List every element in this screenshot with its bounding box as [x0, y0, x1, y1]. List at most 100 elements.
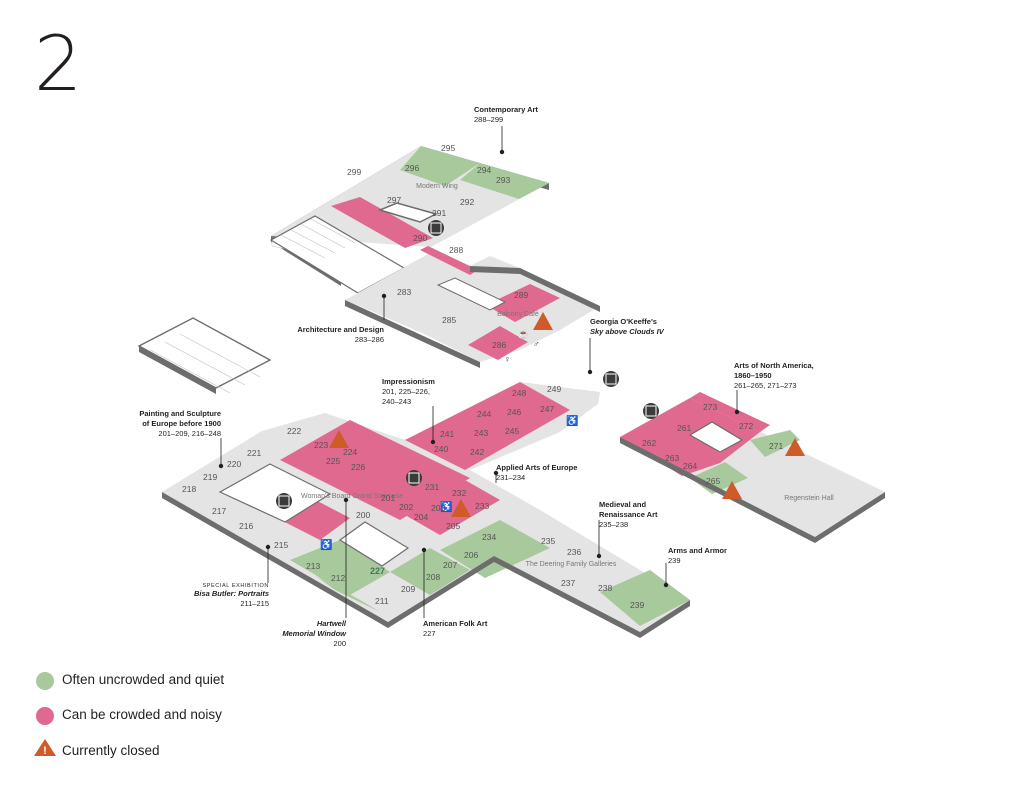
legend-closed-icon — [34, 739, 56, 756]
room-number: 273 — [703, 402, 717, 412]
callout-arms-title: Arms and Armor — [668, 546, 727, 555]
closed-warning-icon — [451, 499, 471, 517]
callout-special-title: Bisa Butler: Portraits — [194, 589, 269, 598]
callout-applied-arts-title: Applied Arts of Europe — [496, 463, 577, 472]
room-number: 263 — [665, 453, 679, 463]
room-number: 242 — [470, 447, 484, 457]
legend-quiet: Often uncrowded and quiet — [62, 672, 224, 687]
closed-warning-icon — [722, 481, 742, 499]
svg-text:!: ! — [43, 745, 47, 757]
room-number: 289 — [514, 290, 528, 300]
room-number: 290 — [413, 233, 427, 243]
room-number: 204 — [414, 512, 428, 522]
room-number: 271 — [769, 441, 783, 451]
callout-impressionism-title: Impressionism — [382, 377, 435, 386]
connector-section — [345, 246, 600, 368]
room-number: 219 — [203, 472, 217, 482]
room-number: 244 — [477, 409, 491, 419]
callout-hartwell-range: 200 — [333, 639, 346, 648]
room-number: 240 — [434, 444, 448, 454]
room-number: 294 — [477, 165, 491, 175]
elevator-icon[interactable] — [643, 403, 659, 419]
room-number: 232 — [452, 488, 466, 498]
callout-hartwell-title1: Hartwell — [317, 619, 347, 628]
room-number: 224 — [343, 447, 357, 457]
area-modern-wing: Modern Wing — [416, 183, 458, 190]
room-number: 209 — [401, 584, 415, 594]
callout-contemporary-range: 288–299 — [474, 115, 503, 124]
area-regenstein: Regenstein Hall — [784, 495, 834, 502]
room-number: 201 — [381, 493, 395, 503]
closed-warning-icon — [533, 312, 553, 330]
room-number: 218 — [182, 484, 196, 494]
elevator-icon[interactable] — [406, 470, 422, 486]
room-number: 227 — [370, 566, 385, 576]
callout-architecture-range: 283–286 — [355, 335, 384, 344]
room-number: 212 — [331, 573, 345, 583]
room-number: 223 — [314, 440, 328, 450]
elevator-icon[interactable] — [428, 220, 444, 236]
area-grand-staircase: Woman's Board Grand Staircase — [301, 493, 403, 500]
callout-special-range: 211–215 — [240, 599, 269, 608]
room-number: 261 — [677, 423, 691, 433]
room-number: 237 — [561, 578, 575, 588]
callout-painting-title1: Painting and Sculpture — [139, 409, 221, 418]
room-number: 249 — [547, 384, 561, 394]
legend-quiet-label: Often uncrowded and quiet — [62, 672, 225, 687]
room-number: 245 — [505, 426, 519, 436]
room-number: 272 — [739, 421, 753, 431]
room-number: 239 — [630, 600, 644, 610]
callout-medieval-title1: Medieval and — [599, 500, 647, 509]
legend-closed-label: Currently closed — [62, 743, 160, 758]
accessible-icon: ♿ — [566, 414, 578, 427]
room-number: 215 — [274, 540, 288, 550]
room-number: 243 — [474, 428, 488, 438]
room-number: 233 — [475, 501, 489, 511]
callout-american-folk-range: 227 — [423, 629, 436, 638]
accessible-icon: ♿ — [320, 538, 332, 551]
room-number: 222 — [287, 426, 301, 436]
floor-number: 2 — [34, 19, 83, 108]
room-number: 203 — [431, 503, 445, 513]
callout-painting-range: 201–209, 216–248 — [158, 429, 221, 438]
room-number: 208 — [426, 572, 440, 582]
callout-hartwell-title2: Memorial Window — [282, 629, 347, 638]
map-icons: ☕ ♂ ♀ ♿ ♿ ♿ — [276, 220, 805, 551]
room-number: 264 — [683, 461, 697, 471]
legend-crowded-label: Can be crowded and noisy — [62, 707, 222, 722]
room-number: 246 — [507, 407, 521, 417]
closed-warning-icon — [785, 438, 805, 456]
callout-okeeffe-subtitle: Sky above Clouds IV — [590, 327, 665, 336]
room-number: 205 — [446, 521, 460, 531]
room-number: 231 — [425, 482, 439, 492]
callout-leaders — [218, 126, 740, 618]
room-number: 283 — [397, 287, 411, 297]
area-balcony-cafe: Balcony Café — [497, 311, 539, 318]
room-number: 202 — [399, 502, 413, 512]
legend-crowded-dot — [36, 707, 54, 725]
room-number: 200 — [356, 510, 370, 520]
closed-warning-icon — [329, 430, 349, 448]
callout-okeeffe-title: Georgia O'Keeffe's — [590, 317, 657, 326]
accessible-icon: ♿ — [440, 500, 452, 513]
room-number: 295 — [441, 143, 455, 153]
room-number: 292 — [460, 197, 474, 207]
callout-medieval-range: 235–238 — [599, 520, 628, 529]
callout-architecture-title: Architecture and Design — [297, 325, 384, 334]
room-number: 221 — [247, 448, 261, 458]
room-number: 213 — [306, 561, 320, 571]
room-number: 220 — [227, 459, 241, 469]
room-number: 285 — [442, 315, 456, 325]
callout-north-america-range: 261–265, 271–273 — [734, 381, 797, 390]
room-number: 297 — [387, 195, 401, 205]
elevator-icon[interactable] — [276, 493, 292, 509]
restroom-icon: ♀ — [504, 354, 511, 364]
elevator-icon[interactable] — [603, 371, 619, 387]
callouts: Contemporary Art 288–299 Architecture an… — [139, 105, 813, 648]
room-numbers: 2952942932712652132122112272092082072062… — [182, 143, 783, 610]
room-number: 207 — [443, 560, 457, 570]
room-number: 235 — [541, 536, 555, 546]
room-number: 216 — [239, 521, 253, 531]
room-number: 211 — [375, 596, 389, 606]
